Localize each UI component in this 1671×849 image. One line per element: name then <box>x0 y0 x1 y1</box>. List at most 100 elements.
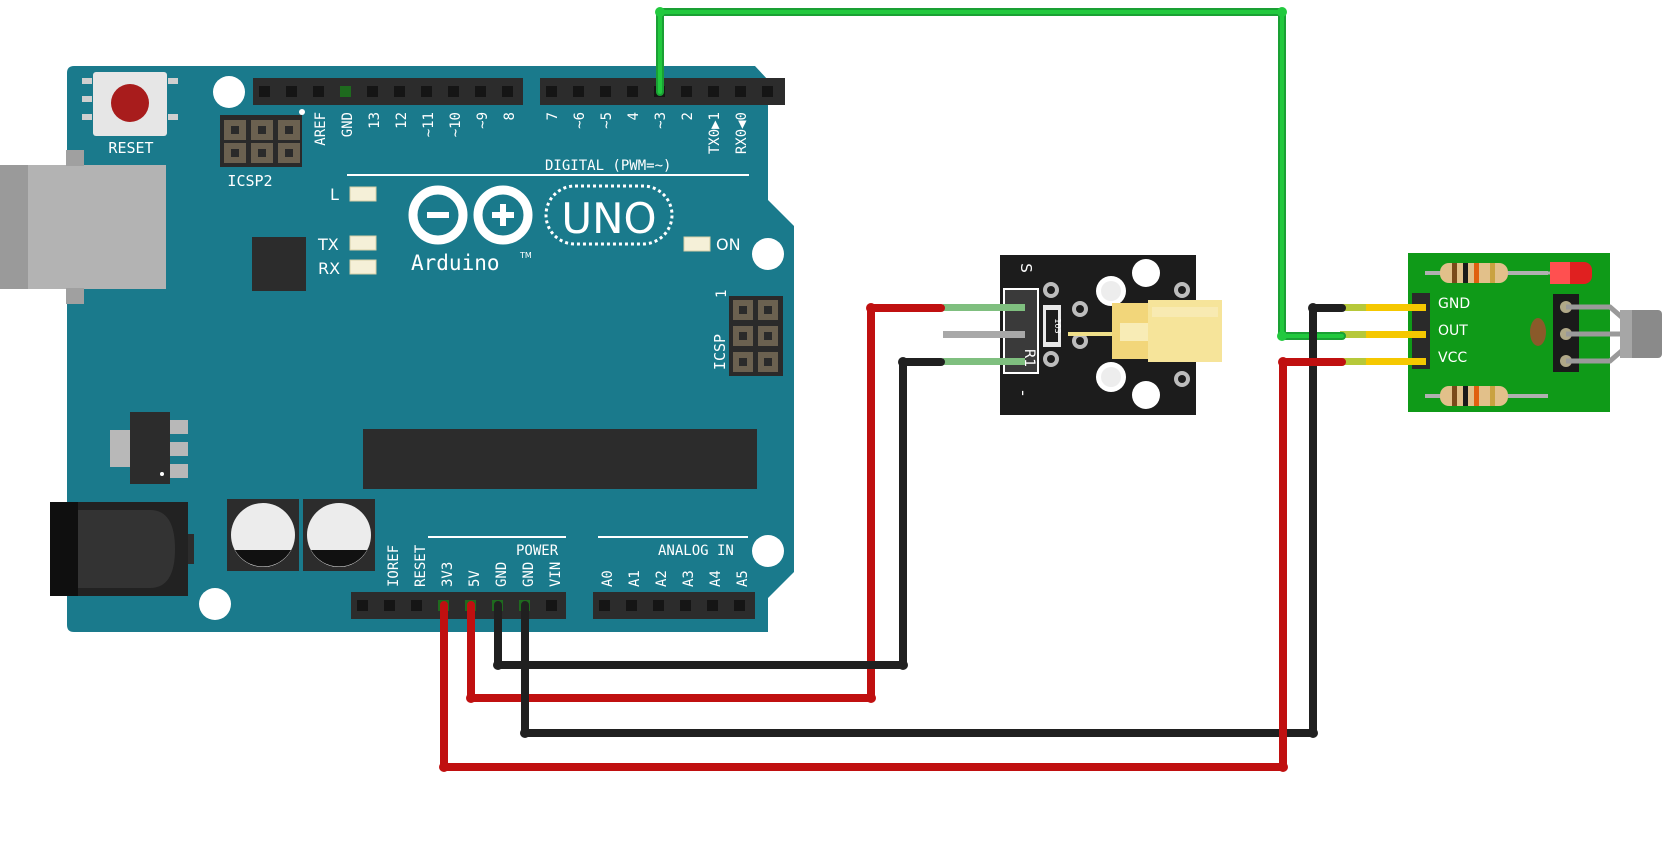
pin-label: ~5 <box>599 112 615 129</box>
analog-header <box>593 592 755 619</box>
led-tx <box>349 235 377 251</box>
header-socket <box>394 86 405 97</box>
pin-label: 5V <box>467 570 483 587</box>
header-socket <box>546 600 557 611</box>
header-socket <box>357 600 368 611</box>
pin-label: ~10 <box>448 112 464 137</box>
sensor-led <box>1540 262 1592 284</box>
header-socket <box>475 86 486 97</box>
header-socket <box>259 86 270 97</box>
laser-pin-minus-label: - <box>1014 390 1033 396</box>
header-socket <box>681 86 692 97</box>
reset-button[interactable] <box>82 72 178 136</box>
pin-label: AREF <box>313 112 329 146</box>
pin-label: ~9 <box>475 112 491 129</box>
header-socket <box>448 86 459 97</box>
pin-label: VIN <box>548 562 564 587</box>
pin-label: A5 <box>735 570 751 587</box>
mounting-hole <box>752 238 784 270</box>
icsp-label: ICSP <box>711 334 729 370</box>
power-label: POWER <box>516 543 559 559</box>
led-l <box>349 186 377 202</box>
led-l-label: L <box>330 185 339 204</box>
sensor-pin-gnd-label: GND <box>1438 296 1470 312</box>
pin-label: ~3 <box>653 112 669 129</box>
sensor-resistor <box>1425 386 1548 406</box>
header-socket <box>502 86 513 97</box>
light-sensor-module: GND OUT VCC <box>1340 253 1662 412</box>
icsp-header <box>729 296 783 376</box>
pin-label: A1 <box>627 570 643 587</box>
usb-chip <box>252 237 306 291</box>
digital-header-left <box>253 78 523 105</box>
header-socket <box>546 86 557 97</box>
header-socket <box>367 86 378 97</box>
header-socket <box>313 86 324 97</box>
led-tx-label: TX <box>317 235 339 254</box>
wire-joints <box>439 7 1318 772</box>
pin-label: 3V3 <box>440 562 456 587</box>
microcontroller-chip <box>363 429 757 489</box>
header-socket <box>735 86 746 97</box>
sensor-pin-out-label: OUT <box>1438 323 1468 339</box>
power-header <box>351 592 566 619</box>
led-rx <box>349 259 377 275</box>
pin-label: RX0◀0 <box>734 112 750 154</box>
header-socket <box>734 600 745 611</box>
header-socket <box>421 86 432 97</box>
laser-pin-s-label: S <box>1017 263 1035 273</box>
laser-module: 103 R1 S - <box>943 255 1222 415</box>
led-on-label: ON <box>716 235 741 254</box>
header-socket <box>708 86 719 97</box>
sensor-component <box>1530 294 1662 372</box>
arduino-logo <box>408 185 533 245</box>
pin-label: 7 <box>545 112 561 120</box>
pin-label: 4 <box>626 112 642 120</box>
header-socket <box>600 86 611 97</box>
header-socket <box>599 600 610 611</box>
laser-resistor <box>1043 305 1061 347</box>
wires <box>439 7 1346 772</box>
header-socket <box>627 86 638 97</box>
reset-button-cap[interactable] <box>111 84 149 122</box>
uno-logo <box>544 184 674 246</box>
pin-label: A4 <box>708 570 724 587</box>
header-socket <box>411 600 422 611</box>
pin-label: 12 <box>394 112 410 129</box>
header-socket <box>384 600 395 611</box>
usb-connector <box>0 150 166 304</box>
pin-label: A2 <box>654 570 670 587</box>
icsp-pin1-label: 1 <box>714 290 730 298</box>
pin-label: A0 <box>600 570 616 587</box>
led-rx-label: RX <box>318 259 340 278</box>
voltage-regulator <box>110 412 188 484</box>
mounting-hole <box>213 76 245 108</box>
header-socket <box>340 86 351 97</box>
pin-label: 2 <box>680 112 696 120</box>
power-jack <box>50 502 194 596</box>
header-socket <box>286 86 297 97</box>
pin-label: GND <box>521 562 537 587</box>
laser-pins <box>943 304 1025 365</box>
capacitor <box>227 499 299 571</box>
header-socket <box>762 86 773 97</box>
laser-diode <box>1068 300 1222 362</box>
analog-label: ANALOG IN <box>658 543 734 559</box>
arduino-tm: TM <box>519 251 532 260</box>
arduino-brand: Arduino <box>411 251 500 275</box>
pin-label: 8 <box>502 112 518 120</box>
capacitor <box>303 499 375 571</box>
icsp2-header <box>220 109 305 167</box>
resistor-code: 103 <box>1053 318 1062 333</box>
pin-label: GND <box>340 112 356 137</box>
mounting-hole <box>199 588 231 620</box>
pin-label: RESET <box>413 544 429 587</box>
pin-label: ~6 <box>572 112 588 129</box>
header-socket <box>680 600 691 611</box>
icsp2-label: ICSP2 <box>227 172 272 190</box>
digital-header-label: DIGITAL (PWM=~) <box>545 158 671 174</box>
pin-label: GND <box>494 562 510 587</box>
sensor-resistor <box>1425 263 1548 283</box>
